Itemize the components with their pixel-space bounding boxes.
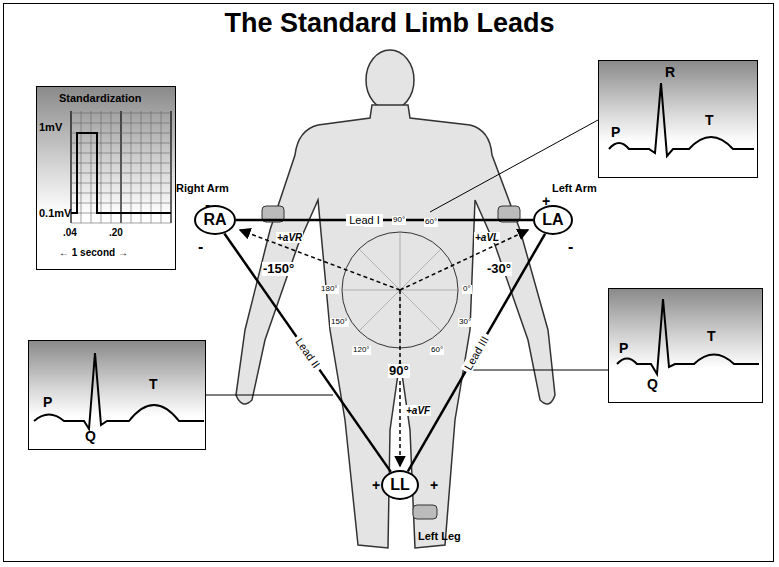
polarity-sign: - [198, 238, 203, 256]
panel-text: ← 1 second → [59, 247, 128, 258]
axis-degree: 120° [352, 346, 371, 355]
axis-degree: 90° [388, 364, 410, 378]
panel-text: P [611, 125, 620, 140]
axis-degree: 150° [330, 318, 349, 327]
panel-text: T [707, 329, 716, 344]
electrode-label: LL [390, 476, 410, 494]
augmented-lead-label: +aVR [276, 232, 303, 243]
electrode-la: LA [533, 205, 573, 235]
axis-degree: 180° [320, 285, 339, 294]
electrode-ra: RA [194, 205, 236, 235]
panel-text: T [705, 113, 714, 128]
panel-text: T [149, 377, 158, 392]
limb-name: Right Arm [176, 182, 229, 194]
electrode-label: RA [203, 211, 226, 229]
panel-text: .04 [63, 227, 77, 238]
lead-label: Lead I [346, 214, 383, 226]
panel-text: .20 [109, 227, 123, 238]
axis-degree: 60° [430, 346, 444, 355]
standardization-panel: Standardization 1mV 0.1mV .04 .20 ← 1 second … [36, 86, 176, 270]
waveform-trace [29, 341, 207, 451]
polarity-sign: - [205, 196, 210, 214]
lead-line [236, 220, 533, 221]
leader-line [206, 120, 608, 395]
lead-iii-waveform-panel: P Q T [608, 288, 763, 403]
polarity-sign: + [430, 478, 438, 493]
diagram-title: The Standard Limb Leads [0, 8, 779, 39]
panel-text: R [665, 65, 675, 80]
panel-text: P [43, 395, 52, 410]
axis-degree: 90° [392, 216, 406, 225]
electrode-ll: LL [381, 470, 419, 500]
lead-line [224, 233, 390, 471]
polarity-sign: + [372, 478, 380, 493]
panel-text: Standardization [59, 92, 142, 104]
limb-name: Left Leg [418, 530, 461, 542]
lead-label: Lead II [291, 333, 324, 372]
axis-degree: 60° [424, 218, 438, 227]
panel-text: 0.1mV [39, 207, 71, 219]
augmented-lead-label: +aVF [405, 405, 431, 416]
axis-degree: -30° [486, 262, 512, 276]
lead-i-waveform-panel: P R T [598, 60, 758, 178]
polarity-sign: - [568, 238, 573, 256]
axis-degree: 30° [458, 318, 472, 327]
polarity-sign: + [542, 194, 550, 209]
waveform-trace [37, 87, 177, 271]
lead-line [408, 234, 545, 472]
panel-text: Q [85, 429, 96, 444]
electrode-label: LA [542, 211, 563, 229]
panel-text: 1mV [39, 121, 62, 133]
waveform-trace [609, 289, 764, 404]
axis-degree: -150° [262, 262, 295, 276]
augmented-lead-label: +aVL [474, 232, 500, 243]
panel-text: Q [647, 377, 658, 392]
limb-name: Left Arm [552, 182, 597, 194]
axis-degree: 0° [462, 285, 472, 294]
lead-ii-waveform-panel: P Q T [28, 340, 206, 450]
panel-text: P [619, 341, 628, 356]
waveform-trace [599, 61, 759, 179]
